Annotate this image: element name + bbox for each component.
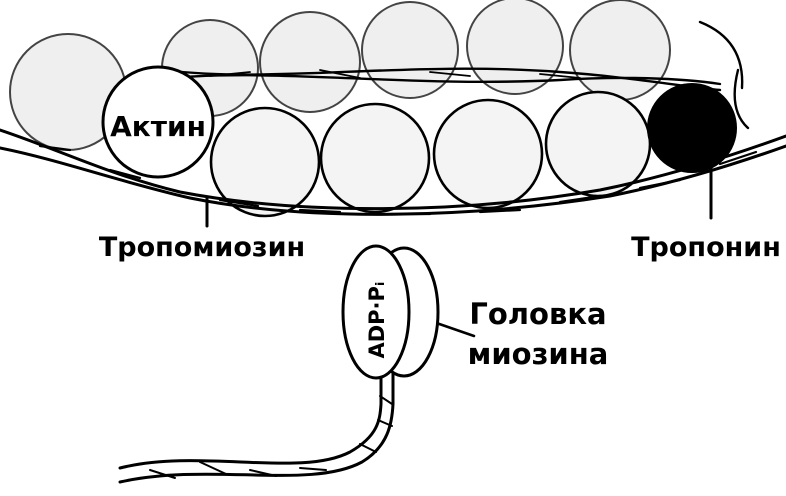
actin-bead [434, 100, 542, 208]
actin-back-bead [362, 2, 458, 98]
myosin-head-label-line1: Головка [469, 297, 606, 331]
myosin-head-label-line2: миозина [468, 337, 609, 371]
troponin-label: Тропонин [631, 232, 781, 263]
adp-pi-label: ADP·Pᵢ [365, 281, 389, 358]
actin-bead [321, 104, 429, 212]
tropomyosin-label: Тропомиозин [99, 232, 305, 263]
actin-bead [546, 92, 650, 196]
myosin-tail [120, 372, 393, 482]
actin-back-bead [260, 12, 360, 112]
myosin-molecule: ADP·Pᵢ [120, 246, 438, 482]
actin-label: Актин [110, 110, 206, 143]
myosin-tail [120, 372, 381, 468]
actin-back-bead [570, 0, 670, 100]
